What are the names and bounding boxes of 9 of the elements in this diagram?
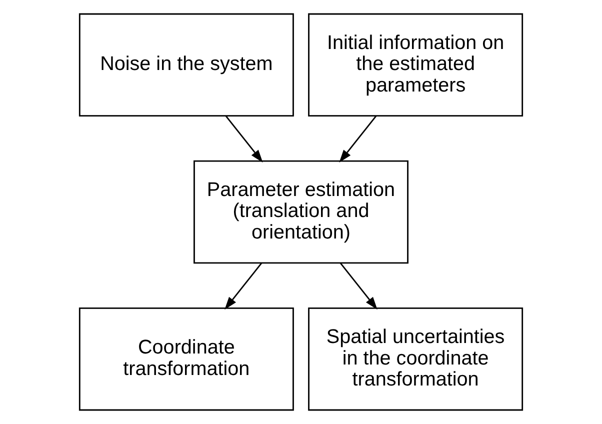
- arrow: [340, 262, 378, 310]
- node-box: Coordinate transformation: [78, 307, 294, 411]
- node-box: Spatial uncertainties in the coordinate transformation: [308, 307, 524, 411]
- arrow: [224, 262, 262, 310]
- arrow: [339, 116, 377, 163]
- node-box: Initial information on the estimated parameters: [308, 13, 524, 117]
- arrow: [225, 116, 263, 163]
- node-box: Parameter estimation (translation and orientation): [194, 160, 408, 264]
- node-box: Noise in the system: [78, 13, 294, 117]
